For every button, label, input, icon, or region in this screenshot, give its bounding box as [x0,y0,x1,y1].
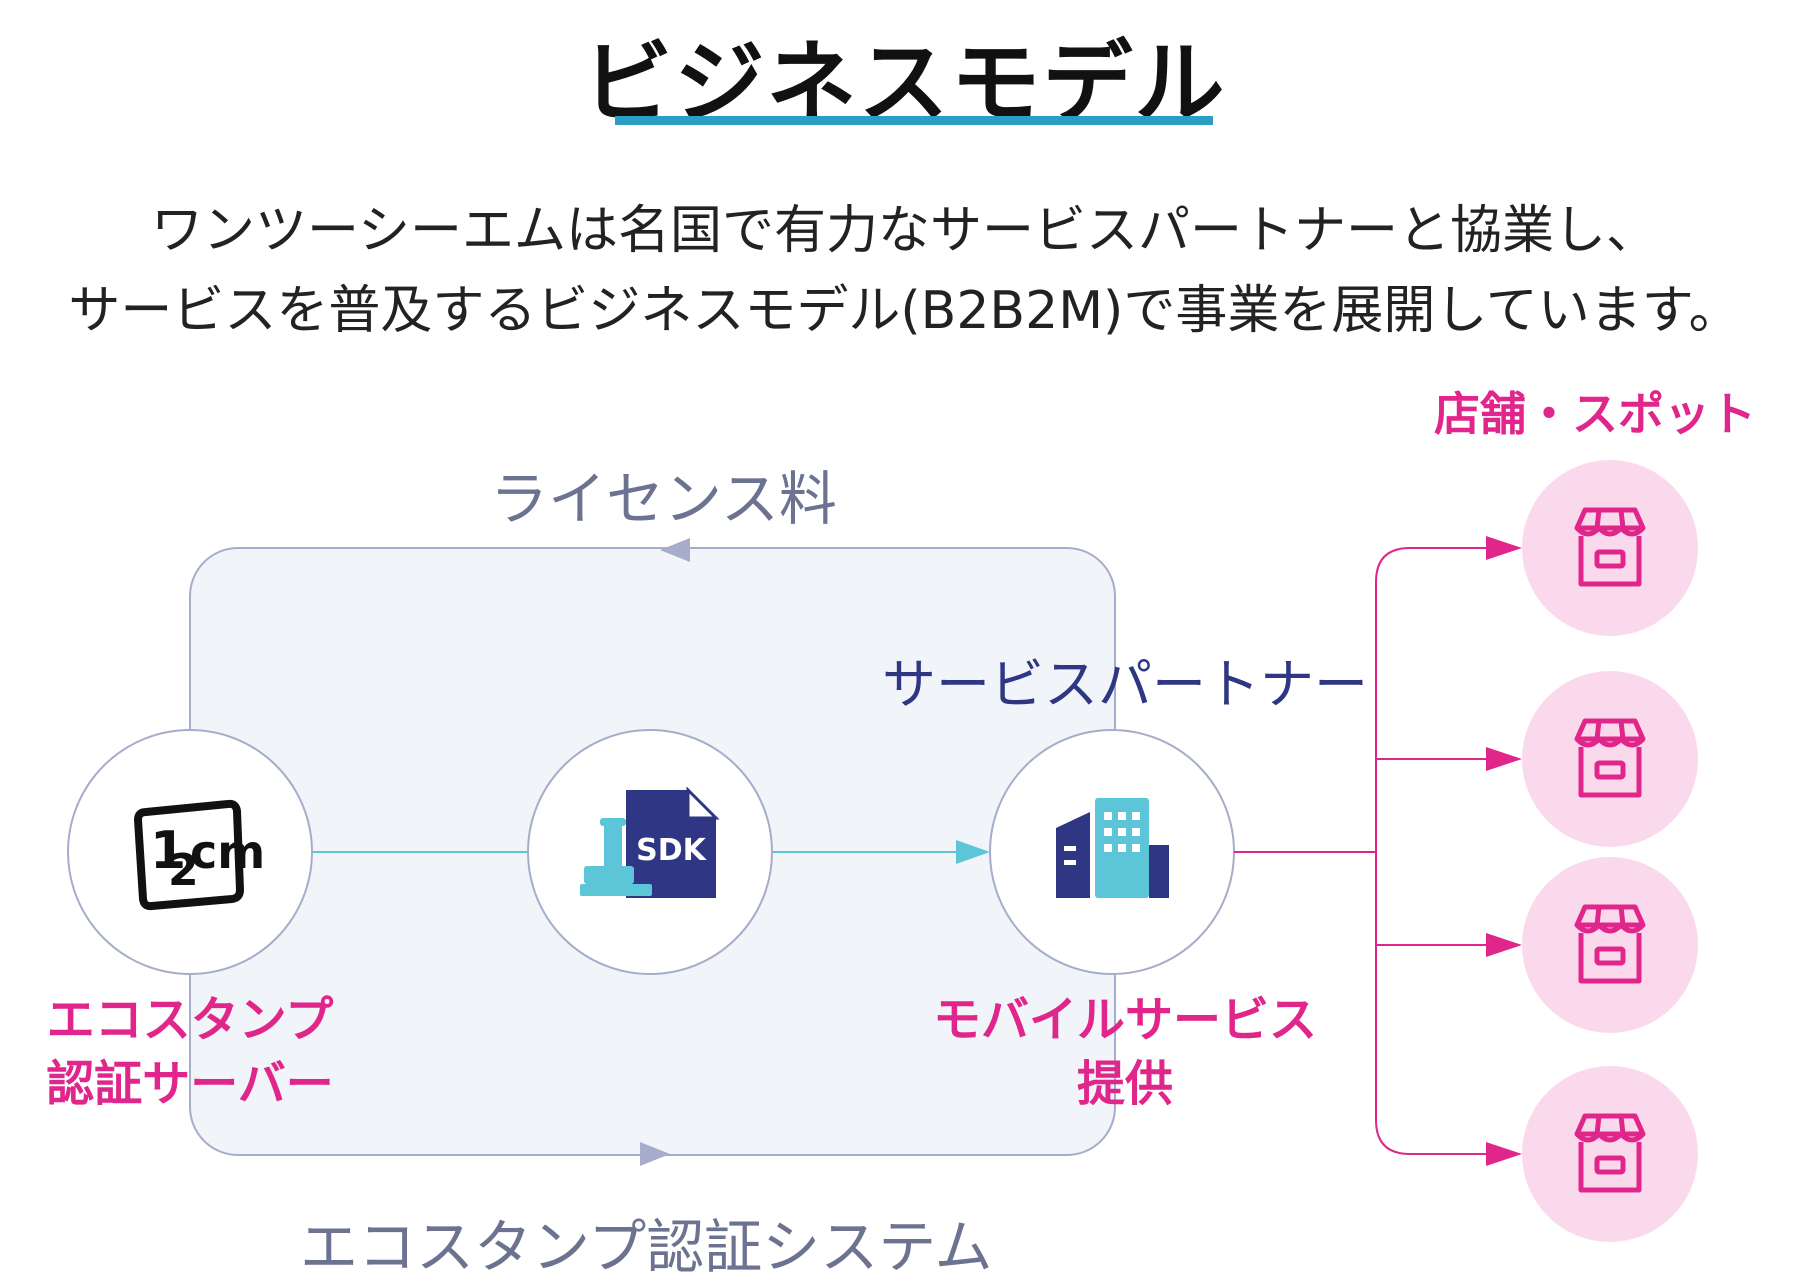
store-item [1522,1066,1698,1242]
mobile-label-line-2: 提供 [1076,1056,1173,1112]
business-model-diagram: 1 2 cm SDK [67,460,1698,1242]
description-line-1: ワンツーシーエムは名国で有力なサービスパートナーと協業し、 [151,201,1658,261]
svg-text:cm: cm [190,825,265,879]
stores-spots-label: 店舗・スポット [1434,387,1756,441]
svg-text:SDK: SDK [636,833,708,868]
server-label-line-1: エコスタンプ [46,992,334,1048]
system-arrow [640,1142,670,1166]
store-circle [1522,671,1698,847]
sdk-stamp-icon: SDK [580,786,720,898]
store-icon [1574,1113,1646,1193]
server-label-line-2: 認証サーバー [46,1056,334,1112]
mobile-label-line-1: モバイルサービス [932,992,1317,1048]
license-fee-label: ライセンス料 [490,465,837,533]
store-circle [1522,1066,1698,1242]
svg-text:2: 2 [168,845,199,896]
store-icon [1574,904,1646,984]
store-circle [1522,857,1698,1033]
store-icon [1574,507,1646,587]
store-icon [1574,718,1646,798]
store-item [1522,671,1698,847]
store-arrowheads [1486,536,1522,1166]
store-list [1522,460,1698,1242]
service-partner-label: サービスパートナー [882,653,1368,716]
store-connectors [1234,547,1486,1155]
store-circle [1522,460,1698,636]
license-arrow [660,538,690,562]
building-icon [1056,798,1169,898]
title-underline [615,116,1213,125]
server-circle [67,729,313,975]
store-item [1522,460,1698,636]
connector-arrowhead [956,840,990,864]
svg-text:1: 1 [150,821,186,881]
mobile-label: モバイルサービス 提供 [900,988,1350,1116]
store-item [1522,857,1698,1033]
description-line-2: サービスを普及するビジネスモデル(B2B2M)で事業を展開しています。 [68,281,1741,341]
logo-12cm-icon: 1 2 cm [133,799,265,911]
ecostamp-system-label: エコスタンプ認証システム [300,1213,993,1281]
server-label: エコスタンプ 認証サーバー [0,988,380,1116]
